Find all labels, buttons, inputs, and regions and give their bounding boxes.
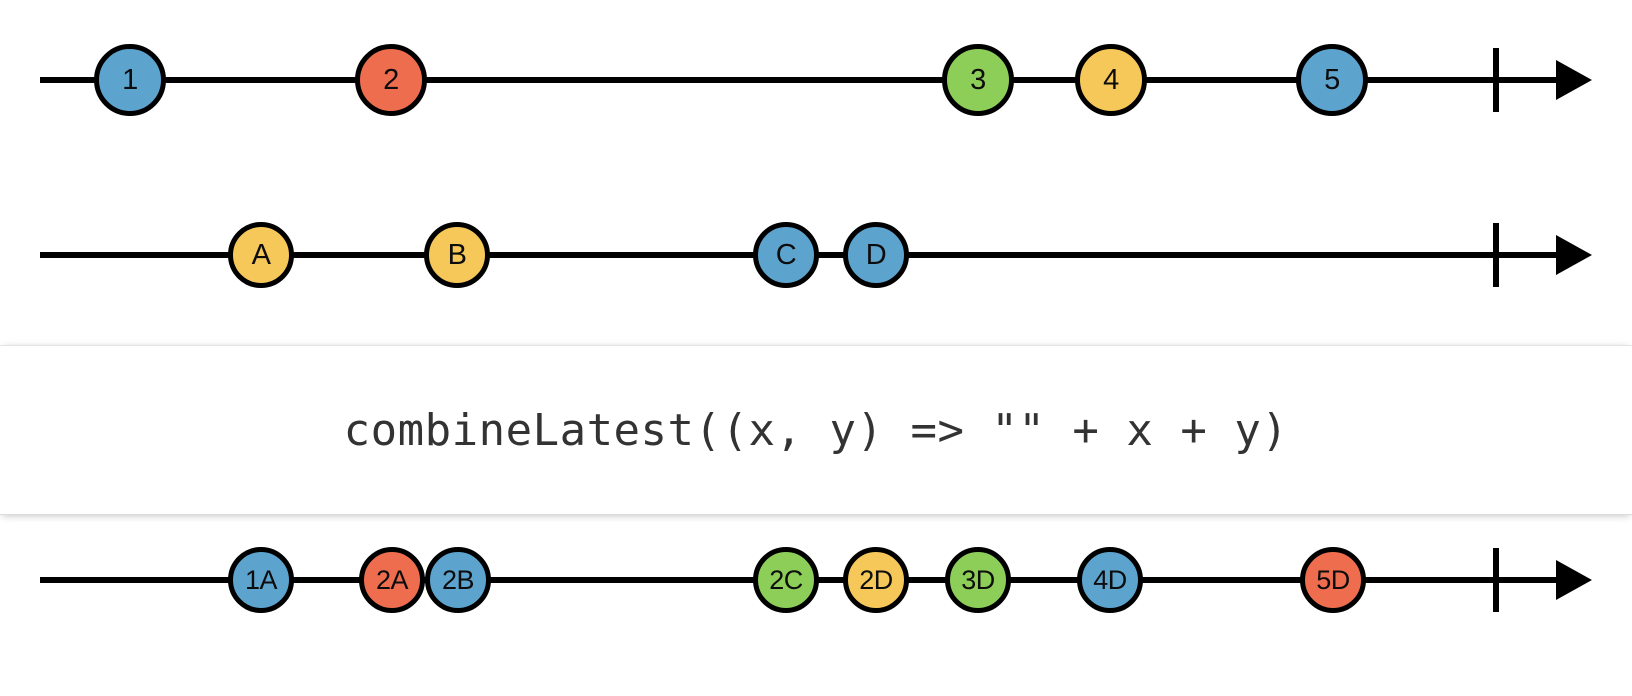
marble-output-2B[interactable]: 2B bbox=[425, 547, 491, 613]
marble-output-2C[interactable]: 2C bbox=[753, 547, 819, 613]
marble-source-1-5[interactable]: 5 bbox=[1296, 44, 1368, 116]
marble-source-2-A[interactable]: A bbox=[228, 222, 294, 288]
marble-output-3D[interactable]: 3D bbox=[945, 547, 1011, 613]
marble-source-1-3[interactable]: 3 bbox=[942, 44, 1014, 116]
marble-output-5D[interactable]: 5D bbox=[1300, 547, 1366, 613]
marble-output-2A[interactable]: 2A bbox=[359, 547, 425, 613]
arrow-head-icon bbox=[1556, 560, 1592, 600]
marble-source-1-4[interactable]: 4 bbox=[1075, 44, 1147, 116]
operator-label: combineLatest((x, y) => "" + x + y) bbox=[343, 404, 1289, 456]
marble-output-4D[interactable]: 4D bbox=[1077, 547, 1143, 613]
marble-source-1-2[interactable]: 2 bbox=[355, 44, 427, 116]
marble-output-1A[interactable]: 1A bbox=[228, 547, 294, 613]
arrow-head-icon bbox=[1556, 235, 1592, 275]
marble-source-2-C[interactable]: C bbox=[753, 222, 819, 288]
marble-output-2D[interactable]: 2D bbox=[843, 547, 909, 613]
operator-band: combineLatest((x, y) => "" + x + y) bbox=[0, 345, 1632, 515]
marble-source-2-B[interactable]: B bbox=[424, 222, 490, 288]
arrow-head-icon bbox=[1556, 60, 1592, 100]
marble-source-2-D[interactable]: D bbox=[843, 222, 909, 288]
marble-source-1-1[interactable]: 1 bbox=[94, 44, 166, 116]
timeline-axis-source-1 bbox=[40, 48, 1592, 112]
